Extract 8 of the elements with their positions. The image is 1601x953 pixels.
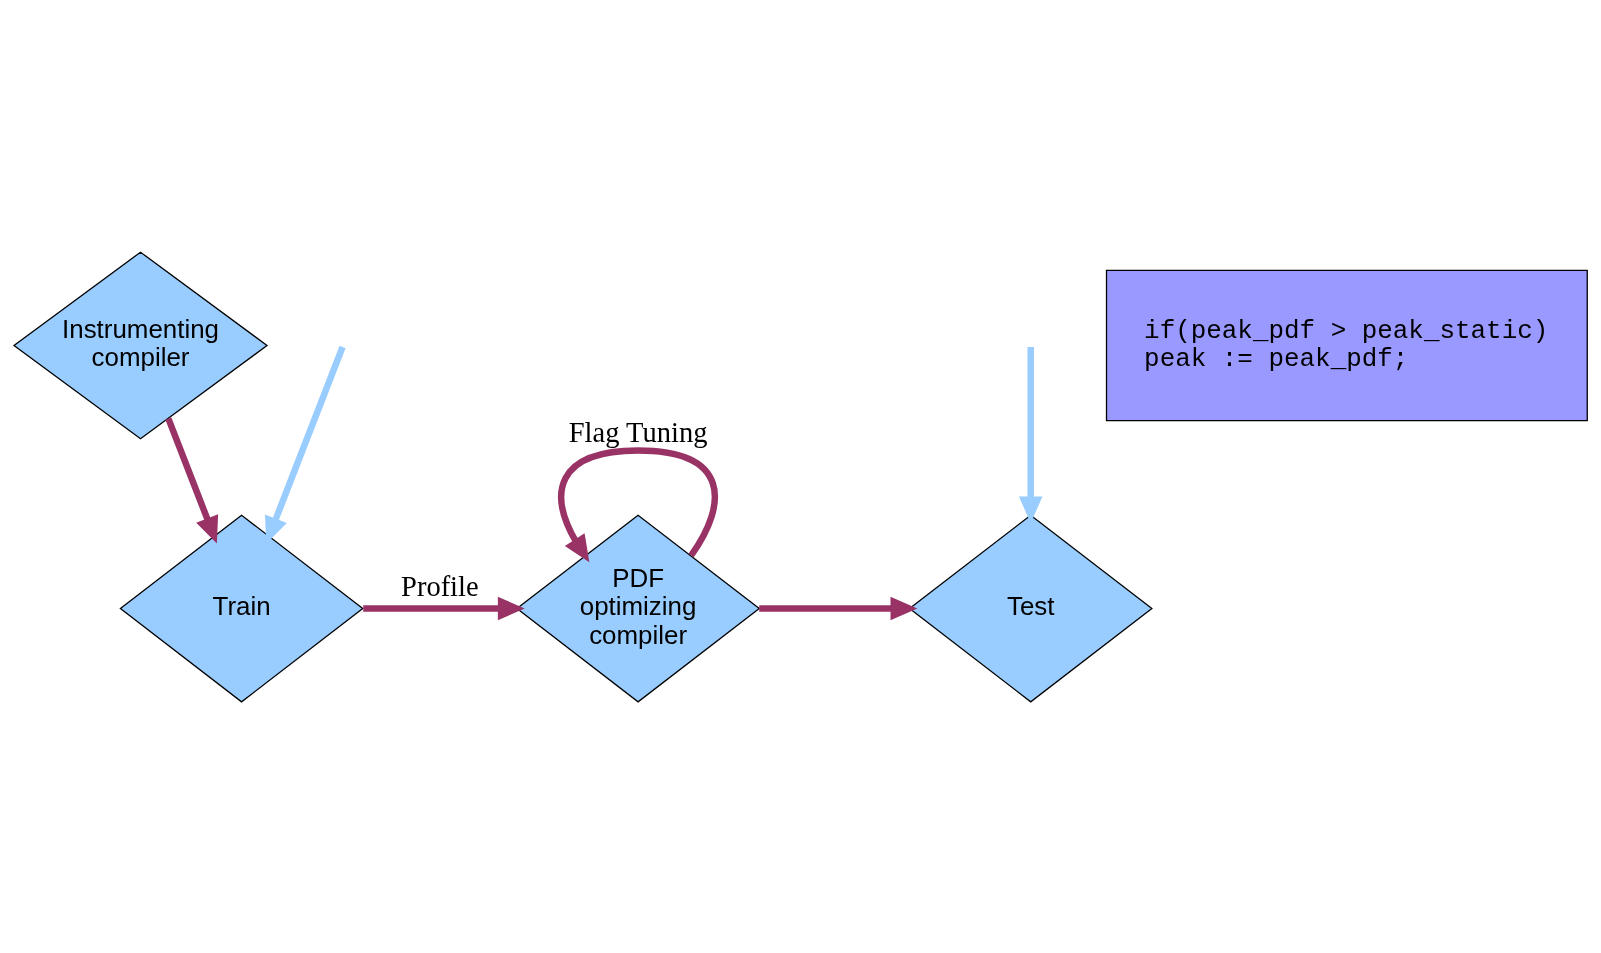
node-box: if(peak_pdf > peak_static) peak := peak_pdf; [1105, 269, 1588, 421]
node-diamond: Instrumenting compiler [12, 250, 269, 440]
edge-label: Profile [401, 570, 479, 602]
arrow [759, 596, 918, 620]
edge-label: Flag Tuning [568, 416, 708, 448]
arrow [165, 416, 219, 544]
arrow [558, 446, 718, 562]
arrow [363, 596, 525, 620]
